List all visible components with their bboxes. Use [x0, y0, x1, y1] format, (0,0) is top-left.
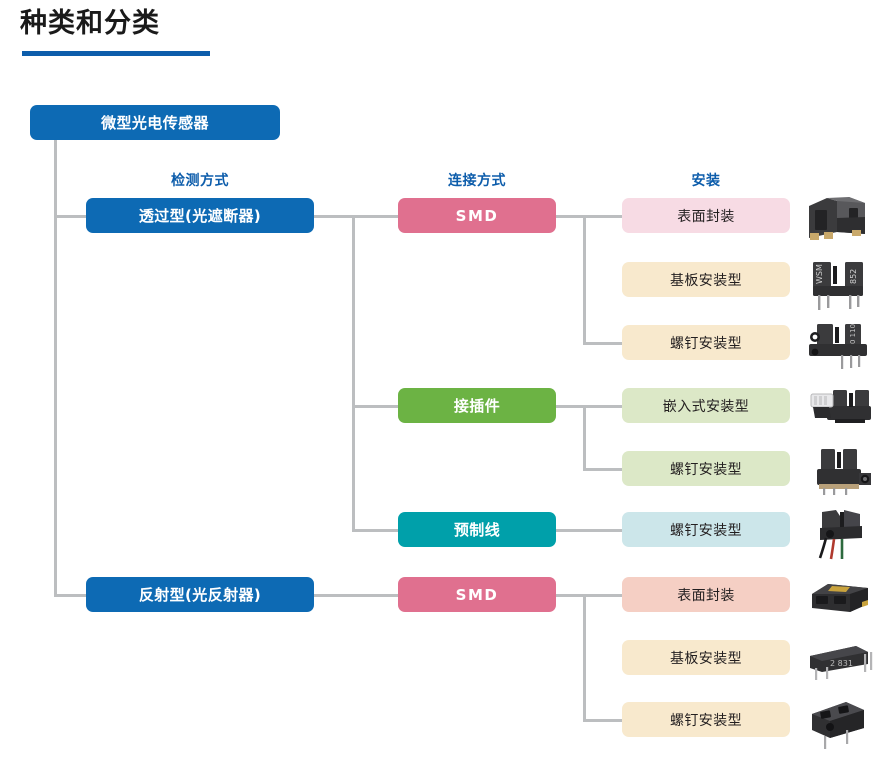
product-photo-photoreflector-through-hole: 2 831	[802, 642, 874, 682]
node-mounting-m8[interactable]: 基板安装型	[622, 640, 790, 675]
connector-smd2-out	[554, 594, 622, 597]
connector-transmissive-trunk	[352, 215, 355, 532]
node-connection-smd-2-label: SMD	[455, 585, 499, 604]
connector-smd2-trunk	[583, 594, 586, 721]
node-connection-smd-1-label: SMD	[455, 206, 499, 225]
svg-text:WSM: WSM	[815, 264, 824, 284]
column-header-mounting: 安装	[691, 173, 721, 189]
node-mounting-m5-label: 螺钉安装型	[670, 461, 742, 478]
connector-smd1-trunk	[583, 215, 586, 344]
node-mounting-m1[interactable]: 表面封装	[622, 198, 790, 233]
node-connection-smd-2[interactable]: SMD	[398, 577, 556, 612]
connector-transmissive-out	[313, 215, 355, 218]
svg-text:2 831: 2 831	[830, 659, 853, 668]
connector-root-to-transmissive	[54, 215, 88, 218]
node-connection-connector[interactable]: 接插件	[398, 388, 556, 423]
product-photo-photoreflector-smd	[806, 578, 874, 618]
product-photo-photointerrupter-wire-screw	[806, 508, 872, 560]
connector-smd1-out	[554, 215, 622, 218]
column-header-connection: 连接方式	[448, 173, 506, 189]
node-mounting-m1-label: 表面封装	[677, 208, 735, 225]
node-connection-connector-label: 接插件	[453, 397, 501, 415]
connector-to-wire	[352, 529, 400, 532]
svg-text:852: 852	[849, 269, 858, 284]
node-mounting-m7[interactable]: 表面封装	[622, 577, 790, 612]
node-root-label: 微型光电传感器	[101, 114, 209, 132]
node-detection-transmissive[interactable]: 透过型(光遮断器)	[86, 198, 314, 233]
node-mounting-m2-label: 基板安装型	[670, 272, 742, 289]
node-mounting-m4[interactable]: 嵌入式安装型	[622, 388, 790, 423]
node-mounting-m3-label: 螺钉安装型	[670, 335, 742, 352]
node-detection-reflective[interactable]: 反射型(光反射器)	[86, 577, 314, 612]
node-mounting-m9[interactable]: 螺钉安装型	[622, 702, 790, 737]
connector-conn-to-m5	[583, 468, 622, 471]
node-mounting-m7-label: 表面封装	[677, 587, 735, 604]
title-underline	[22, 51, 210, 56]
product-photo-photointerrupter-screw: 0 110	[805, 322, 873, 370]
node-mounting-m3[interactable]: 螺钉安装型	[622, 325, 790, 360]
connector-reflective-to-smd2	[313, 594, 400, 597]
page-title: 种类和分类	[20, 8, 160, 39]
node-mounting-m6-label: 螺钉安装型	[670, 522, 742, 539]
connector-to-smd1	[352, 215, 400, 218]
connector-conn-out	[554, 405, 622, 408]
connector-root-trunk	[54, 139, 57, 597]
node-mounting-m5[interactable]: 螺钉安装型	[622, 451, 790, 486]
product-photo-photointerrupter-connector-embedded	[805, 388, 875, 434]
product-photo-photointerrupter-smd	[803, 192, 873, 244]
node-detection-reflective-label: 反射型(光反射器)	[138, 586, 262, 604]
product-photo-photointerrupter-through-hole: WSM 852	[807, 258, 871, 312]
column-header-detection: 检测方式	[171, 173, 229, 189]
product-photo-photointerrupter-connector-screw	[803, 447, 875, 497]
svg-text:0 110: 0 110	[849, 324, 857, 344]
node-connection-wire-label: 预制线	[453, 521, 501, 539]
connector-wire-to-m6	[554, 529, 622, 532]
node-mounting-m2[interactable]: 基板安装型	[622, 262, 790, 297]
connector-conn-trunk	[583, 405, 586, 470]
product-photo-photoreflector-screw	[806, 700, 870, 750]
node-mounting-m6[interactable]: 螺钉安装型	[622, 512, 790, 547]
node-connection-wire[interactable]: 预制线	[398, 512, 556, 547]
node-mounting-m8-label: 基板安装型	[670, 650, 742, 667]
connector-root-to-reflective	[54, 594, 88, 597]
connector-smd2-to-m9	[583, 719, 622, 722]
connector-to-connector	[352, 405, 400, 408]
node-connection-smd-1[interactable]: SMD	[398, 198, 556, 233]
node-mounting-m9-label: 螺钉安装型	[670, 712, 742, 729]
node-mounting-m4-label: 嵌入式安装型	[662, 398, 750, 415]
connector-smd1-to-m3	[583, 342, 622, 345]
node-root[interactable]: 微型光电传感器	[30, 105, 280, 140]
node-detection-transmissive-label: 透过型(光遮断器)	[138, 207, 262, 225]
